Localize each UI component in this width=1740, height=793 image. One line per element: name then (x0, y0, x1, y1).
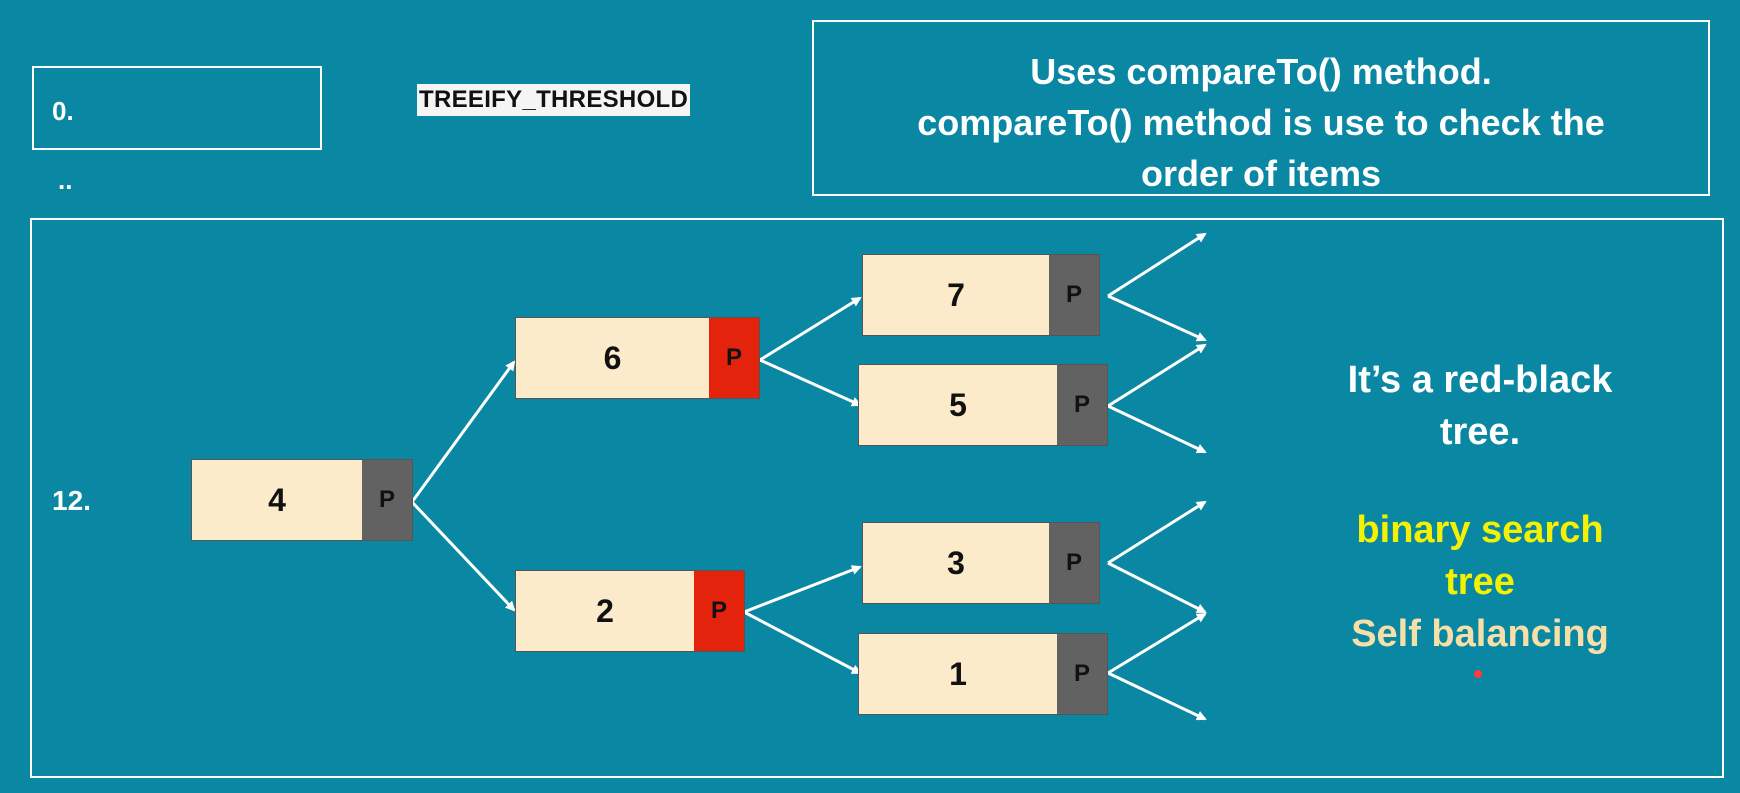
arrow-5-left (1107, 343, 1207, 408)
node-value: 1 (859, 634, 1057, 714)
red-black-line-2: tree. (1439, 411, 1521, 453)
node-value: 5 (859, 365, 1057, 445)
bucket-index-12-box (30, 218, 1724, 778)
arrow-2-to-3 (743, 565, 862, 614)
arrow-7-right (1107, 294, 1207, 342)
red-black-tree-text: It’s a red-black tree. (1300, 354, 1660, 458)
tree-node-3: 3 P (862, 522, 1100, 604)
arrow-1-right (1107, 671, 1207, 721)
bucket-index-12-label: 12. (52, 485, 91, 516)
treeify-threshold-label: TREEIFY_THRESHOLD (417, 84, 691, 116)
arrow-4-to-6 (410, 360, 516, 503)
bucket-index-0-label: 0. (52, 96, 74, 126)
node-value: 3 (863, 523, 1049, 603)
node-value: 4 (192, 460, 362, 540)
ellipsis: .. (58, 165, 73, 195)
node-value: 2 (516, 571, 694, 651)
note-line-2: compareTo() method is use to check the (917, 102, 1605, 143)
bst-line-2: tree (1445, 561, 1515, 603)
pointer-dot (1474, 670, 1482, 678)
node-pointer: P (694, 571, 744, 651)
arrow-7-left (1107, 232, 1207, 298)
arrow-4-to-2 (410, 500, 516, 612)
node-pointer: P (1057, 634, 1107, 714)
self-balancing-text: Self balancing (1351, 613, 1609, 655)
arrow-2-to-1 (743, 610, 862, 675)
node-pointer: P (1049, 255, 1099, 335)
node-pointer: P (709, 318, 759, 398)
node-value: 7 (863, 255, 1049, 335)
node-value: 6 (516, 318, 709, 398)
arrow-5-right (1107, 404, 1207, 454)
compare-to-note: Uses compareTo() method. compareTo() met… (812, 20, 1710, 196)
tree-node-2: 2 P (515, 570, 745, 652)
tree-node-6: 6 P (515, 317, 760, 399)
arrow-6-to-5 (759, 358, 862, 407)
node-pointer: P (1049, 523, 1099, 603)
node-pointer: P (362, 460, 412, 540)
node-pointer: P (1057, 365, 1107, 445)
tree-node-1: 1 P (858, 633, 1108, 715)
note-line-3: order of items (1140, 153, 1382, 194)
note-line-1: Uses compareTo() method. (1030, 51, 1492, 92)
arrow-1-left (1107, 612, 1207, 675)
bucket-index-0-box: 0. (32, 66, 322, 150)
arrow-3-right (1107, 561, 1207, 614)
binary-search-tree-text: binary search tree (1300, 504, 1660, 608)
tree-node-7: 7 P (862, 254, 1100, 336)
bst-line-1: binary search (1356, 509, 1604, 551)
arrow-6-to-7 (759, 296, 862, 362)
red-black-line-1: It’s a red-black (1347, 359, 1613, 401)
tree-node-5: 5 P (858, 364, 1108, 446)
tree-node-4: 4 P (191, 459, 413, 541)
arrow-3-left (1107, 500, 1207, 565)
